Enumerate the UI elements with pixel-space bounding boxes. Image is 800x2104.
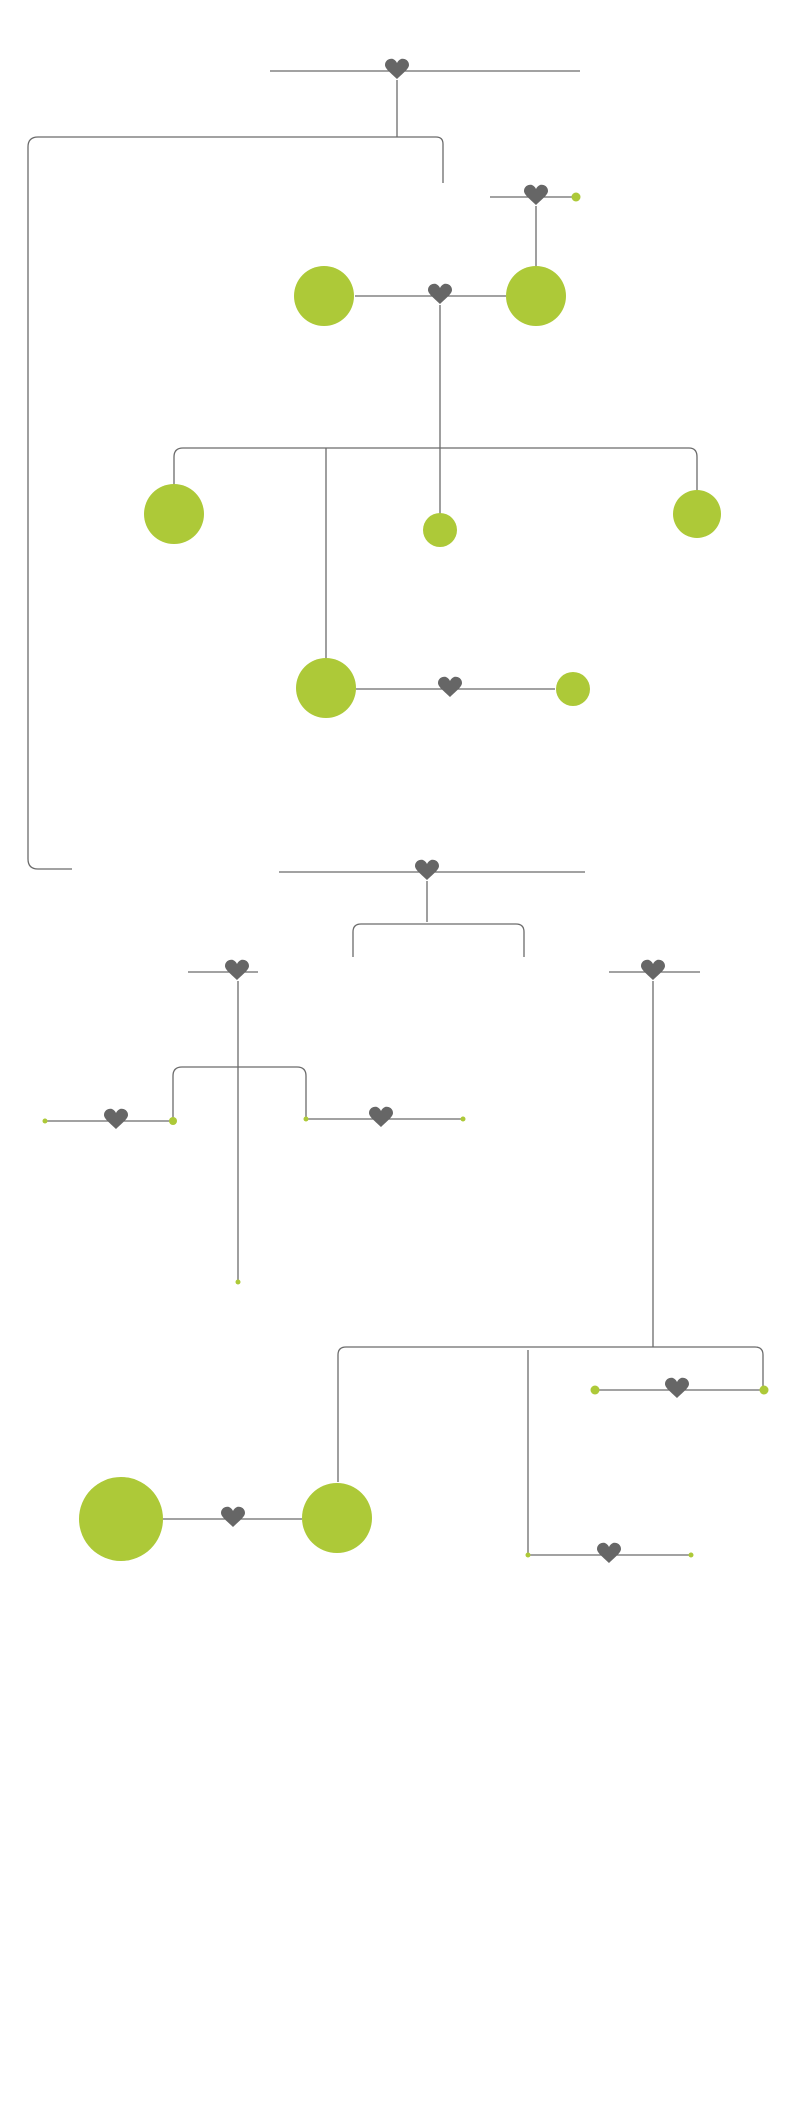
marriage-markers [104,58,689,1563]
person-node-17 [759,1385,769,1395]
heart-icon-1 [385,58,409,79]
heart-icon-11 [665,1377,689,1398]
person-node-3 [506,266,566,326]
person-node-8 [556,672,590,706]
person-node-7 [296,658,356,718]
connector-line-10 [173,447,184,485]
person-node-16 [590,1385,600,1395]
heart-icon-10 [221,1506,245,1527]
person-node-5 [423,513,457,547]
connector-line-3 [38,136,444,183]
person-node-18 [525,1552,531,1558]
connector-line-30 [754,1346,764,1390]
connector-line-18 [515,923,525,957]
heart-icon-12 [597,1542,621,1563]
person-nodes [42,192,769,1561]
person-node-13 [460,1116,466,1122]
person-node-11 [169,1117,177,1125]
person-node-10 [42,1118,48,1124]
connector-line-11 [688,447,698,490]
connector-line-29 [337,1346,347,1482]
person-node-12 [303,1116,309,1122]
person-node-2 [294,266,354,326]
person-node-19 [688,1552,694,1558]
person-node-6 [673,490,721,538]
connector-line-17 [352,923,362,957]
connector-line-23 [296,1066,307,1119]
heart-icon-9 [641,959,665,980]
connector-lines [27,70,764,1556]
person-node-15 [302,1483,372,1553]
person-node-4 [144,484,204,544]
heart-icon-3 [428,283,452,304]
heart-icon-8 [369,1106,393,1127]
heart-icon-2 [524,184,548,205]
connector-line-22 [172,1066,183,1121]
person-node-1 [571,192,581,202]
heart-icon-7 [104,1108,128,1129]
connector-line-4 [27,136,72,870]
person-node-9 [235,1279,241,1285]
heart-icon-4 [438,676,462,697]
heart-icon-5 [415,859,439,880]
heart-icon-6 [225,959,249,980]
person-node-14 [79,1477,163,1561]
